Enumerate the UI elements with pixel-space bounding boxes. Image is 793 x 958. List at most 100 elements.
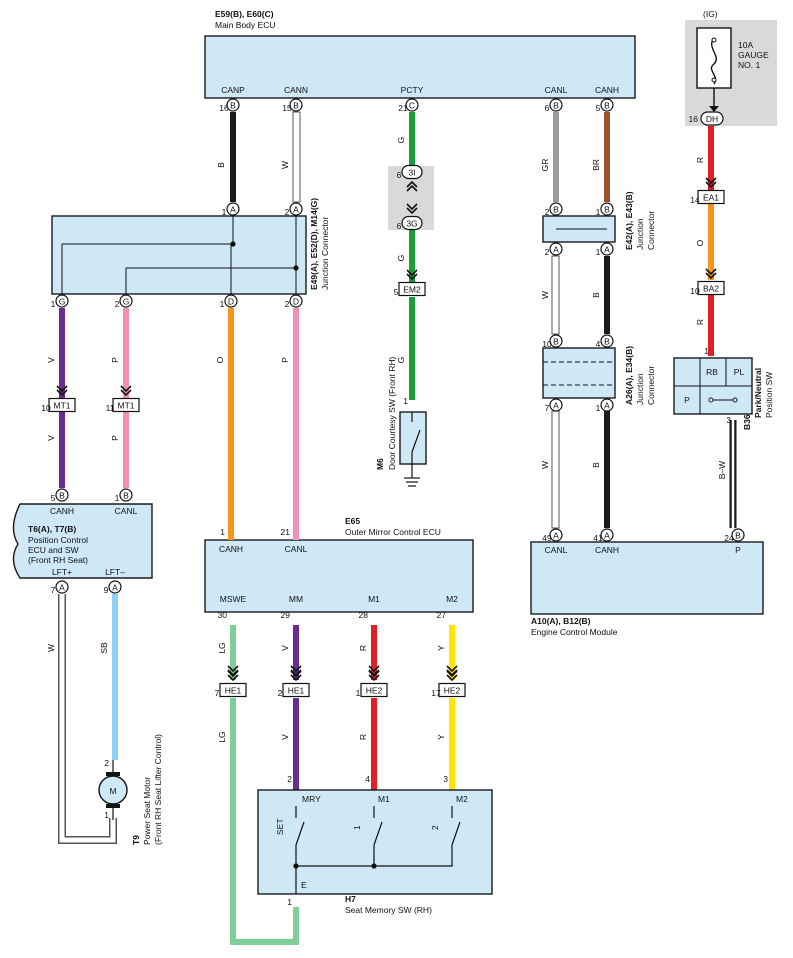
svg-text:16: 16: [689, 114, 699, 124]
seat-ecu-name-1: Position Control: [28, 535, 88, 545]
wire-color-label: G: [396, 357, 406, 364]
chevron-icon: [56, 385, 68, 393]
wire-color-label: Y: [436, 645, 446, 651]
chevron-icon: [446, 669, 458, 677]
pin-letter: A: [553, 245, 559, 255]
wire-color-label: V: [280, 734, 290, 740]
pin-circle: B15: [282, 98, 303, 113]
door-courtesy-switch-box: [399, 411, 427, 465]
pin-circle: A49: [542, 528, 563, 543]
motor-name-1: Power Seat Motor: [142, 777, 152, 845]
pin-number: 15: [282, 103, 292, 113]
pin-letter: D: [293, 297, 299, 307]
pin-number: 29: [281, 610, 291, 620]
engine-ecu-name: Engine Control Module: [531, 627, 618, 637]
pin-number: 1: [220, 527, 225, 537]
pin-number: 4: [596, 339, 601, 349]
wire-color-label: LG: [217, 642, 227, 653]
wire-color-label: P: [110, 435, 120, 441]
wire-color-label: G: [396, 137, 406, 144]
seat-mem-s2: 2: [430, 825, 440, 830]
pin-number: 2: [115, 299, 120, 309]
seat-ecu-canl: CANL: [115, 506, 138, 516]
wire-color-label: R: [695, 157, 705, 163]
wire-cann: [292, 111, 301, 203]
pin-letter: C: [409, 101, 415, 111]
pin-letter: A: [553, 401, 559, 411]
svg-text:7: 7: [215, 688, 220, 698]
pin-number: 1: [222, 207, 227, 217]
pin-circle: A2: [285, 202, 303, 217]
pin-number: 1: [403, 396, 408, 406]
terminal-canl: CANL: [545, 85, 568, 95]
pin-circle: B5: [596, 98, 614, 113]
pin-circle: A7: [51, 580, 69, 595]
junction-dot: [293, 863, 299, 869]
engine-ecu-p: P: [735, 545, 741, 555]
pin-letter: B: [604, 337, 610, 347]
pin-letter: B: [553, 101, 559, 111]
chevron-icon: [368, 665, 380, 673]
pin-letter: A: [604, 531, 610, 541]
jc-right1-code: E42(A), E43(B): [624, 191, 634, 250]
svg-text:3I: 3I: [408, 168, 415, 178]
seat-mem-name: Seat Memory SW (RH): [345, 905, 432, 915]
inline-connector: 3I6: [397, 164, 423, 192]
svg-text:HE2: HE2: [444, 686, 461, 696]
motor-name-2: (Front RH Seat Lifter Control): [153, 734, 163, 845]
pin-letter: B: [604, 101, 610, 111]
svg-text:MT1: MT1: [54, 401, 71, 411]
pin-number: 2: [287, 774, 292, 784]
pin-number: 16: [219, 103, 229, 113]
pin-number: 3: [443, 774, 448, 784]
pin-letter: B: [735, 531, 741, 541]
junction-connector-left: [51, 215, 307, 295]
pin-letter: A: [59, 583, 65, 593]
main-body-ecu-name: Main Body ECU: [215, 20, 275, 30]
pin-letter: A: [293, 205, 299, 215]
chevron-icon: [227, 665, 239, 673]
pin-number: 27: [437, 610, 447, 620]
engine-control-module-box: [530, 541, 764, 615]
pin-number: 1: [596, 247, 601, 257]
jc-right2-name: Junction: [635, 373, 645, 405]
chevron-icon: [120, 385, 132, 393]
door-sw-code: M6: [375, 458, 385, 470]
chevron-icon: [368, 674, 380, 682]
mirror-ecu-canh: CANH: [219, 544, 243, 554]
pin-number: 1: [287, 897, 292, 907]
fuse-terminal-icon: [711, 37, 717, 43]
svg-text:3G: 3G: [406, 219, 417, 229]
pin-circle: A1: [596, 242, 614, 257]
park-sw-rb: RB: [706, 367, 718, 377]
pin-number: 2: [285, 207, 290, 217]
svg-text:17: 17: [431, 688, 441, 698]
park-sw-p: P: [684, 395, 690, 405]
mirror-ecu-mm: MM: [289, 594, 303, 604]
pin-letter: A: [604, 245, 610, 255]
pin-circle: B5: [51, 488, 69, 503]
junction-dot: [371, 863, 377, 869]
wire-color-label: B: [216, 162, 226, 168]
mirror-ecu-mswe: MSWE: [220, 594, 247, 604]
pin-circle: A1: [596, 398, 614, 413]
pin-circle: B16: [219, 98, 240, 113]
fuse-name-2: NO. 1: [738, 60, 760, 70]
pin-letter: B: [293, 101, 299, 111]
seat-mem-m2: M2: [456, 794, 468, 804]
motor-symbol: M: [109, 786, 116, 796]
seat-ecu-lftm: LFT–: [105, 567, 125, 577]
park-sw-code: Park/Neutral: [753, 368, 763, 418]
motor-code: T9: [131, 835, 141, 845]
pin-letter: B: [553, 337, 559, 347]
mirror-ecu-m2: M2: [446, 594, 458, 604]
pin-letter: G: [123, 297, 130, 307]
svg-text:10: 10: [690, 286, 700, 296]
chevron-icon: [290, 665, 302, 673]
pin-number: 4: [365, 774, 370, 784]
wire-color-label: W: [540, 291, 550, 299]
jc-left-name: Junction Connector: [320, 217, 330, 290]
svg-text:HE2: HE2: [366, 686, 383, 696]
pin-number: 28: [359, 610, 369, 620]
